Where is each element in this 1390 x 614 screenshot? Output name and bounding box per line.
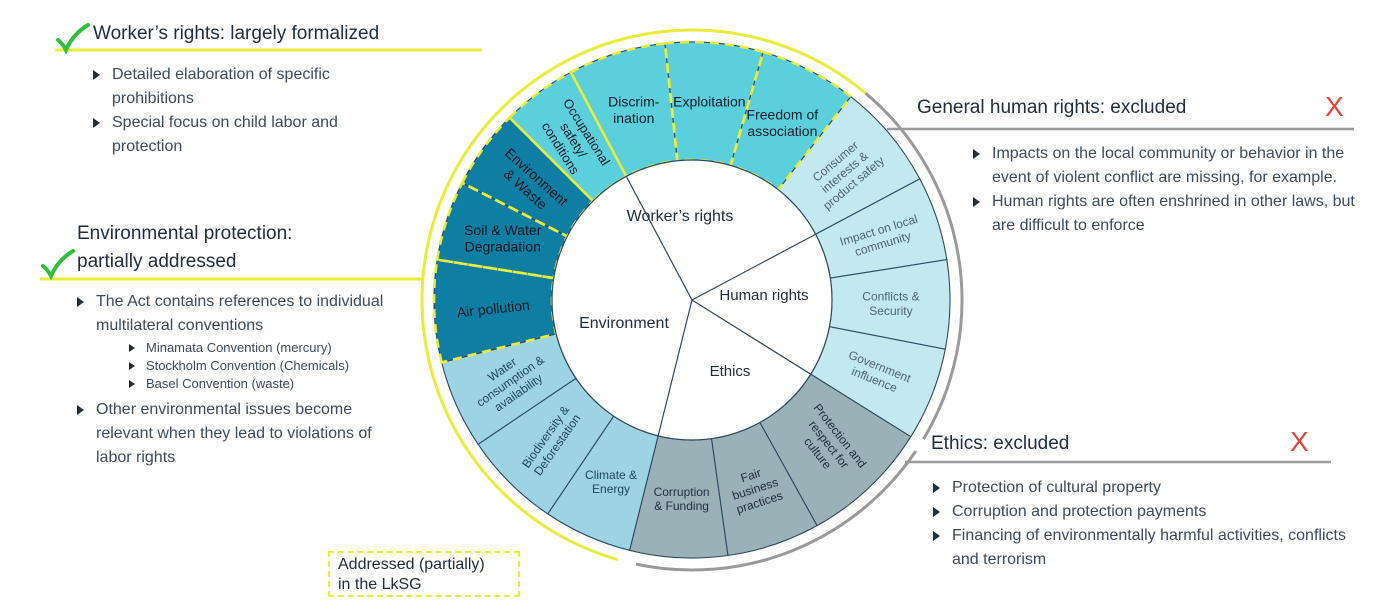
workers-rights-heading: Worker’s rights: largely formalized [93, 23, 380, 44]
list-item: Minamata Convention (mercury) [126, 339, 386, 357]
environment-heading-line1: Environmental protection: [77, 223, 293, 244]
environment-arc [420, 98, 618, 561]
inner-label-environment: Environment [579, 315, 669, 332]
environment-heading-line2: partially addressed [77, 251, 237, 272]
workers-rights-arc [478, 28, 867, 135]
legend-line-1: Addressed (partially) [338, 556, 485, 573]
legend-line-2: in the LkSG [338, 576, 422, 593]
segment-label-exploitation: Exploitation [673, 94, 745, 110]
segment-label-corruption: Corruption& Funding [654, 485, 710, 513]
list-item: Protection of cultural property [930, 476, 1350, 500]
segment-label-climate: Climate &Energy [585, 468, 637, 496]
divider-ethics-environment [657, 299, 693, 436]
inner-label-human-rights: Human rights [719, 287, 808, 304]
human-rights-arc [864, 92, 964, 440]
divider-workers-environment [625, 176, 693, 301]
x-mark-icon: X [1290, 426, 1309, 457]
list-item: Stockholm Convention (Chemicals) [126, 357, 386, 375]
ethics-bullets: Protection of cultural property Corrupti… [930, 476, 1350, 572]
environment-bullets: The Act contains references to individua… [74, 290, 404, 338]
segment-label-discrimination: Discrim-ination [608, 93, 660, 126]
list-item: Special focus on child labor and protect… [90, 111, 390, 159]
list-item: The Act contains references to individua… [74, 290, 404, 338]
legend-addressed-box: Addressed (partially) in the LkSG [328, 551, 520, 597]
segment-label-conflicts: Conflicts &Security [862, 290, 919, 318]
divider-workers-human-rights [691, 233, 816, 301]
checkmark-icon [56, 23, 90, 54]
human-rights-heading: General human rights: excluded [917, 97, 1187, 118]
environment-sub-bullets: Minamata Convention (mercury) Stockholm … [126, 339, 386, 393]
list-item: Basel Convention (waste) [126, 375, 386, 393]
human-rights-bullets: Impacts on the local community or behavi… [970, 142, 1355, 238]
list-item: Detailed elaboration of specific prohibi… [90, 63, 390, 111]
segment-label-air: Air pollution [456, 297, 530, 321]
workers-rights-bullets: Detailed elaboration of specific prohibi… [90, 63, 390, 159]
list-item: Human rights are often enshrined in othe… [970, 190, 1355, 238]
list-item: Impacts on the local community or behavi… [970, 142, 1355, 190]
list-item: Corruption and protection payments [930, 500, 1350, 524]
ethics-heading: Ethics: excluded [931, 433, 1070, 454]
inner-label-workers-rights: Worker’s rights [627, 208, 734, 225]
checkmark-icon [41, 249, 75, 280]
x-mark-icon: X [1325, 91, 1344, 122]
inner-label-ethics: Ethics [710, 363, 751, 380]
list-item: Financing of environmentally harmful act… [930, 524, 1350, 572]
addressed-outline [432, 258, 558, 364]
divider-human-rights-ethics [691, 299, 812, 375]
list-item: Other environmental issues become releva… [74, 398, 404, 470]
environment-bullets-more: Other environmental issues become releva… [74, 398, 404, 470]
ethics-arc [635, 450, 918, 572]
